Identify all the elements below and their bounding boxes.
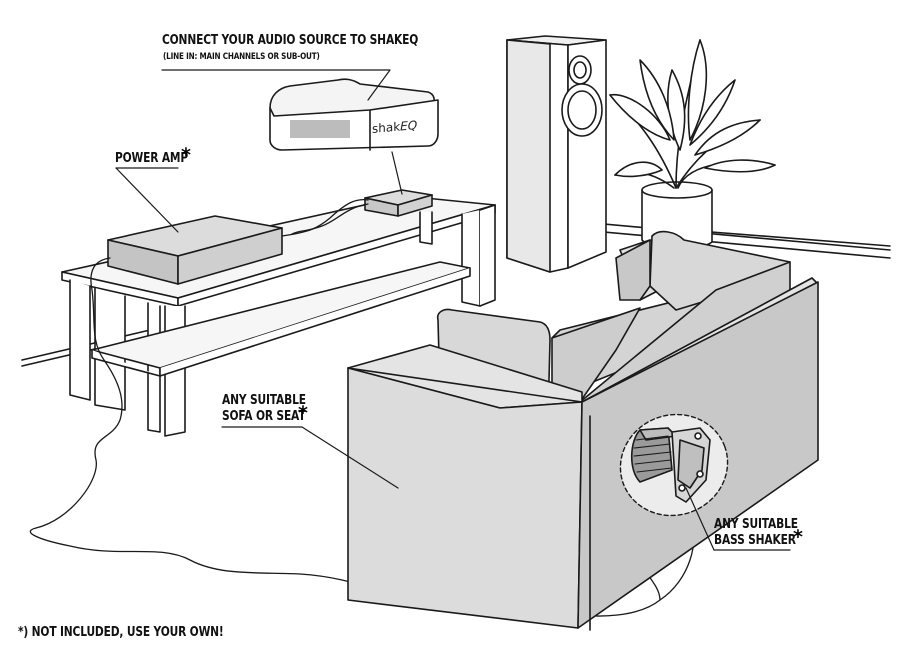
shaker-label-line2: BASS SHAKER	[714, 533, 796, 548]
sofa-asterisk: *	[298, 402, 308, 424]
connect-source-sublabel: (LINE IN: MAIN CHANNELS OR SUB-OUT)	[163, 52, 320, 62]
device-vent-grille	[290, 120, 350, 138]
brand-suffix: EQ	[400, 118, 418, 134]
connect-source-label: CONNECT YOUR AUDIO SOURCE TO SHAKEQ	[162, 33, 419, 48]
shakeq-small-box	[364, 189, 433, 217]
power-amp-asterisk: *	[181, 144, 191, 166]
plant-icon	[609, 39, 776, 250]
speaker-tower-icon	[506, 35, 607, 273]
leader-lines	[115, 69, 791, 551]
brand-prefix: shak	[372, 119, 401, 136]
bass-shaker-icon	[630, 427, 711, 503]
power-amp-label: POWER AMP	[115, 151, 189, 166]
shakeq-device-icon	[269, 78, 439, 151]
shaker-asterisk: *	[793, 526, 803, 548]
footnote-text: *) NOT INCLUDED, USE YOUR OWN!	[18, 625, 224, 640]
sofa-label-line2: SOFA OR SEAT	[222, 409, 306, 424]
shaker-label-line1: ANY SUITABLE	[714, 517, 798, 532]
sofa-label-line1: ANY SUITABLE	[222, 393, 306, 408]
power-amp-icon	[107, 215, 283, 285]
